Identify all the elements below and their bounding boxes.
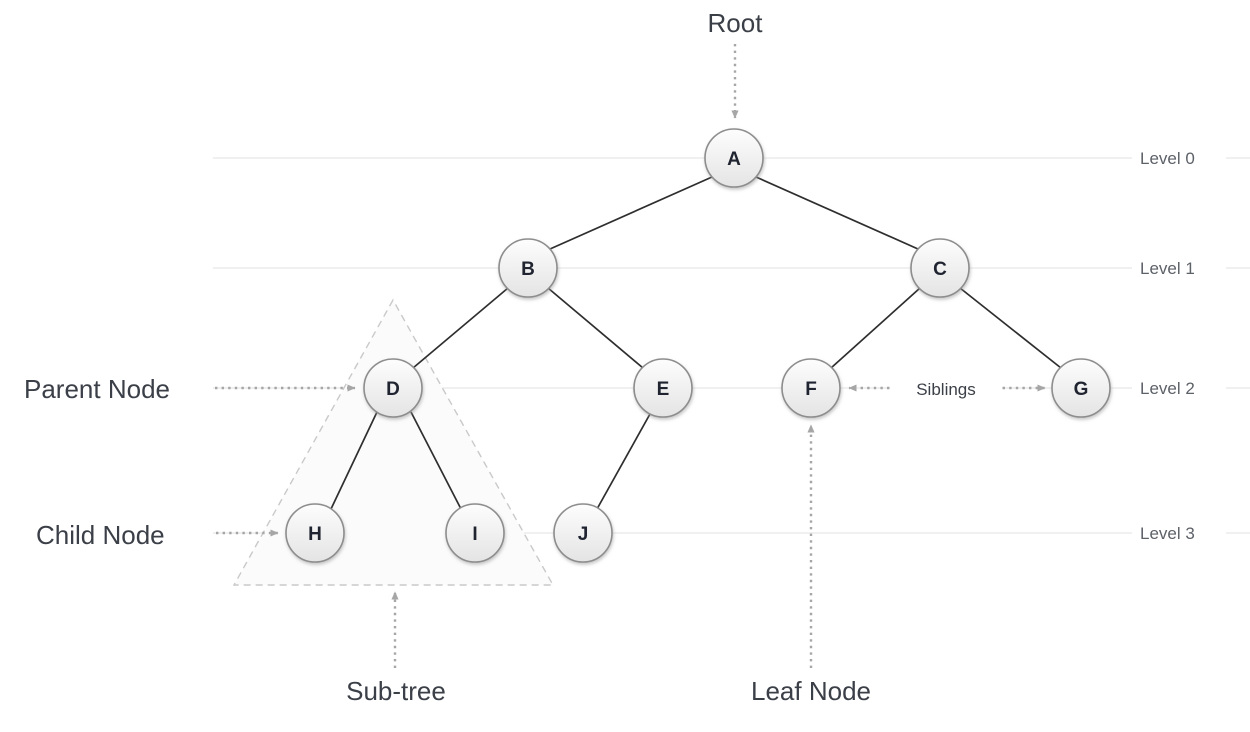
edge-a-b	[549, 176, 713, 250]
node-circle-b[interactable]	[498, 238, 558, 298]
node-circle-a[interactable]	[704, 128, 764, 188]
level-label-3: Level 3	[1140, 524, 1195, 543]
node-label-c: C	[933, 259, 947, 280]
tree-edges	[330, 176, 1062, 510]
tree-node-h[interactable]: H	[285, 503, 345, 563]
tree-node-i[interactable]: I	[445, 503, 505, 563]
subtree-triangle	[232, 298, 555, 586]
node-label-i: I	[472, 524, 477, 545]
level-label-3-backdrop	[1132, 519, 1226, 547]
edge-b-d	[412, 287, 509, 369]
edge-a-c	[755, 176, 919, 250]
level-label-1: Level 1	[1140, 259, 1195, 278]
annotation-label-leaf-node: Leaf Node	[751, 676, 871, 706]
tree-node-c[interactable]: C	[910, 238, 970, 298]
level-label-0: Level 0	[1140, 149, 1195, 168]
annotation-label-siblings-backdrop	[890, 373, 1002, 403]
level-labels: Level 0 Level 1 Level 2 Level 3	[1132, 144, 1226, 547]
edge-e-j	[596, 413, 651, 510]
node-label-j: J	[578, 524, 589, 545]
tree-node-a[interactable]: A	[704, 128, 764, 188]
annotation-labels: Root Parent Node Child Node Siblings Sub…	[24, 8, 1002, 706]
node-circle-f[interactable]	[781, 358, 841, 418]
tree-nodes: A B C D E F G	[285, 128, 1111, 563]
edge-c-g	[959, 287, 1062, 369]
level-label-2: Level 2	[1140, 379, 1195, 398]
node-label-e: E	[657, 379, 670, 400]
subtree-region	[232, 298, 555, 586]
annotation-label-root: Root	[708, 8, 764, 38]
tree-node-g[interactable]: G	[1051, 358, 1111, 418]
edge-d-h	[330, 411, 378, 510]
tree-node-j[interactable]: J	[553, 503, 613, 563]
tree-node-d[interactable]: D	[363, 358, 423, 418]
node-label-d: D	[386, 379, 400, 400]
node-circle-i[interactable]	[445, 503, 505, 563]
annotation-label-parent-node: Parent Node	[24, 374, 170, 404]
node-circle-h[interactable]	[285, 503, 345, 563]
node-circle-d[interactable]	[363, 358, 423, 418]
node-circle-j[interactable]	[553, 503, 613, 563]
tree-node-e[interactable]: E	[633, 358, 693, 418]
edge-c-f	[830, 287, 921, 369]
annotation-label-child-node: Child Node	[36, 520, 165, 550]
edge-d-i	[410, 411, 462, 510]
annotation-label-siblings: Siblings	[916, 380, 976, 399]
edge-b-e	[547, 287, 644, 369]
tree-node-f[interactable]: F	[781, 358, 841, 418]
node-label-h: H	[308, 524, 322, 545]
node-label-b: B	[521, 259, 535, 280]
tree-node-b[interactable]: B	[498, 238, 558, 298]
node-label-a: A	[727, 149, 741, 170]
node-circle-c[interactable]	[910, 238, 970, 298]
node-circle-e[interactable]	[633, 358, 693, 418]
level-label-2-backdrop	[1132, 374, 1226, 402]
annotation-label-sub-tree: Sub-tree	[346, 676, 446, 706]
level-label-1-backdrop	[1132, 254, 1226, 282]
node-circle-g[interactable]	[1051, 358, 1111, 418]
node-label-f: F	[805, 379, 817, 400]
node-label-g: G	[1074, 379, 1089, 400]
level-label-0-backdrop	[1132, 144, 1226, 172]
annotation-connectors	[215, 44, 1046, 668]
